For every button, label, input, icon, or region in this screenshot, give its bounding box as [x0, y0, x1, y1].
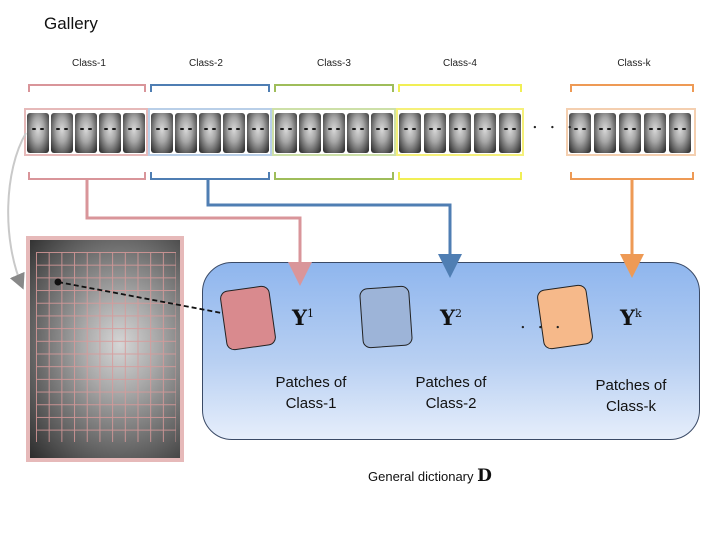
patches-label-class-2: Patches of Class-2: [415, 374, 487, 412]
symbol-y1: Y1: [292, 305, 314, 330]
class-label-2: Class-2: [189, 58, 223, 69]
face-thumbnail: [75, 113, 97, 153]
face-thumbnail: [594, 113, 616, 153]
face-thumbnail: [474, 113, 496, 153]
face-thumbnail: [247, 113, 269, 153]
general-dictionary-box: [202, 262, 700, 440]
face-thumbnail: [399, 113, 421, 153]
face-thumbnail: [669, 113, 691, 153]
class-label-1: Class-1: [72, 58, 106, 69]
face-thumbnail: [275, 113, 297, 153]
bracket-bottom-class-3: [274, 172, 394, 180]
face-thumbnail: [449, 113, 471, 153]
general-dictionary-label: General dictionary D: [368, 466, 492, 486]
bracket-bottom-class-2: [150, 172, 270, 180]
face-thumbnail: [424, 113, 446, 153]
bracket-top-class-2: [150, 84, 270, 92]
face-thumbnail: [347, 113, 369, 153]
gallery-strip-class-k: [566, 108, 696, 156]
face-thumbnail: [223, 113, 245, 153]
bracket-top-class-k: [570, 84, 694, 92]
face-thumbnail: [123, 113, 145, 153]
face-thumbnail: [299, 113, 321, 153]
face-thumbnail: [175, 113, 197, 153]
patches-label-class-1: Patches of Class-1: [275, 374, 347, 412]
gallery-title: Gallery: [44, 14, 98, 33]
face-thumbnail: [99, 113, 121, 153]
gallery-ellipsis: . . .: [532, 112, 576, 133]
symbol-y2: Y2: [440, 305, 462, 330]
class-label-4: Class-4: [443, 58, 477, 69]
curved-arrow-probe: [7, 132, 27, 290]
arrow-class-1: [85, 180, 312, 286]
bracket-top-class-4: [398, 84, 522, 92]
bracket-top-class-1: [28, 84, 146, 92]
gallery-strip-class-3: [272, 108, 396, 156]
face-thumbnail: [499, 113, 521, 153]
face-thumbnail: [323, 113, 345, 153]
gallery-strip-class-4: [396, 108, 524, 156]
face-thumbnail: [644, 113, 666, 153]
patch-class-1: [219, 284, 277, 352]
patch-class-2: [358, 285, 414, 349]
face-thumbnail: [569, 113, 591, 153]
face-thumbnail: [199, 113, 221, 153]
face-thumbnail: [371, 113, 393, 153]
patches-label-class-k: Patches of Class-k: [595, 377, 667, 415]
symbol-yk: Yk: [620, 305, 642, 330]
gallery-strip-class-1: [24, 108, 148, 156]
bracket-bottom-class-1: [28, 172, 146, 180]
dictionary-ellipsis: . . .: [520, 312, 564, 333]
bracket-bottom-class-4: [398, 172, 522, 180]
class-label-k: Class-k: [617, 58, 651, 69]
face-thumbnail: [619, 113, 641, 153]
face-thumbnail: [151, 113, 173, 153]
face-thumbnail: [27, 113, 49, 153]
face-thumbnail: [51, 113, 73, 153]
arrow-class-2: [206, 180, 462, 278]
dictionary-symbol-d: D: [477, 466, 492, 486]
class-label-3: Class-3: [317, 58, 351, 69]
bracket-bottom-class-k: [570, 172, 694, 180]
bracket-top-class-3: [274, 84, 394, 92]
general-dictionary-text: General dictionary: [368, 469, 474, 484]
gallery-strip-class-2: [148, 108, 272, 156]
